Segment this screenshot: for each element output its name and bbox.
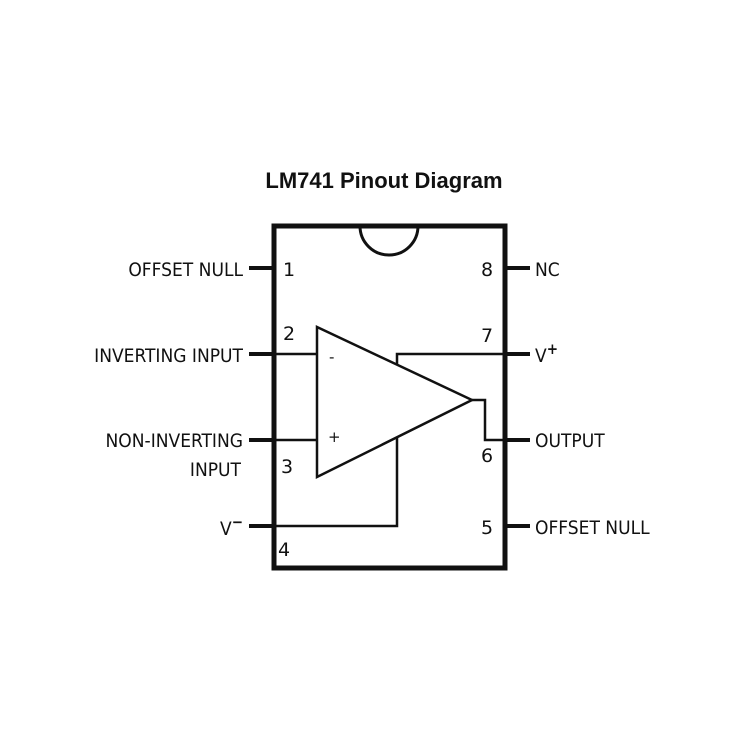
output-wire	[472, 398, 505, 442]
pin-number-8: 8	[481, 259, 493, 281]
pin-1-label: OFFSET NULL	[128, 259, 243, 281]
vplus-wire	[395, 352, 505, 364]
pin-4-label: V−	[220, 513, 243, 540]
pin-4-label-sup: −	[232, 513, 243, 531]
internal-wires	[274, 352, 505, 528]
vminus-wire	[274, 437, 399, 528]
pin-7-label-sup: +	[547, 340, 558, 358]
pin-5-label: OFFSET NULL	[535, 517, 650, 539]
pin-2-label: INVERTING INPUT	[94, 345, 243, 367]
pin-3-label-line2: INPUT	[190, 459, 242, 481]
pin-3-label-line1: NON-INVERTING	[106, 430, 244, 452]
diagram-title: LM741 Pinout Diagram	[265, 168, 502, 193]
pin-number-3: 3	[281, 456, 293, 478]
pin-number-4: 4	[278, 539, 290, 561]
pin-7-label-text: V	[535, 345, 547, 367]
pin-leads	[249, 266, 530, 528]
pin-6-label: OUTPUT	[535, 430, 605, 452]
pin-number-7: 7	[481, 325, 493, 347]
chip-notch	[358, 225, 420, 257]
pin-8-label: NC	[535, 259, 560, 281]
pin-number-6: 6	[481, 445, 493, 467]
plus-sign: +	[328, 428, 341, 446]
pin-number-2: 2	[283, 323, 295, 345]
opamp-triangle	[315, 325, 475, 480]
pin-4-label-text: V	[220, 518, 232, 540]
pin-number-5: 5	[481, 517, 493, 539]
pin-number-1: 1	[283, 259, 295, 281]
pin-7-label: V+	[535, 340, 558, 367]
chip-body	[271, 223, 508, 571]
minus-sign: -	[329, 348, 334, 366]
